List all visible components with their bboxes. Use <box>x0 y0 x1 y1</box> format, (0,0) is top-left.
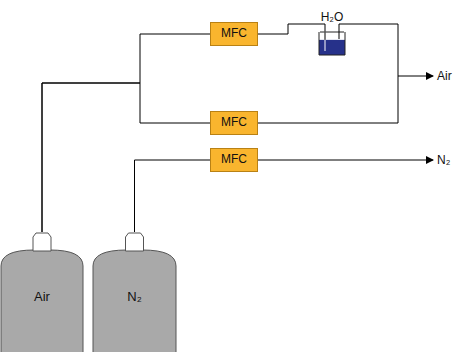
outlet-label: Air <box>437 69 452 83</box>
gas-line <box>42 83 210 232</box>
node-label: N₂ <box>92 290 177 304</box>
outlet-label: N₂ <box>437 153 450 167</box>
substance-label: H₂O <box>304 11 360 24</box>
water-bubbler <box>318 30 346 56</box>
water-bubbler: H₂O <box>318 30 346 56</box>
gas-cylinder: N₂ <box>92 232 177 352</box>
mfc-box: MFC <box>210 148 258 172</box>
node-label: MFC <box>221 116 247 129</box>
node-label: MFC <box>221 153 247 166</box>
gas-cylinder: Air <box>0 232 84 352</box>
gas-line <box>42 34 210 232</box>
node-label: Air <box>0 290 84 304</box>
gas-line <box>258 24 325 34</box>
node-label: MFC <box>221 27 247 40</box>
gas-line <box>135 160 211 232</box>
mfc-box: MFC <box>210 22 258 46</box>
outlet-lines <box>258 24 433 160</box>
mfc-box: MFC <box>210 111 258 135</box>
